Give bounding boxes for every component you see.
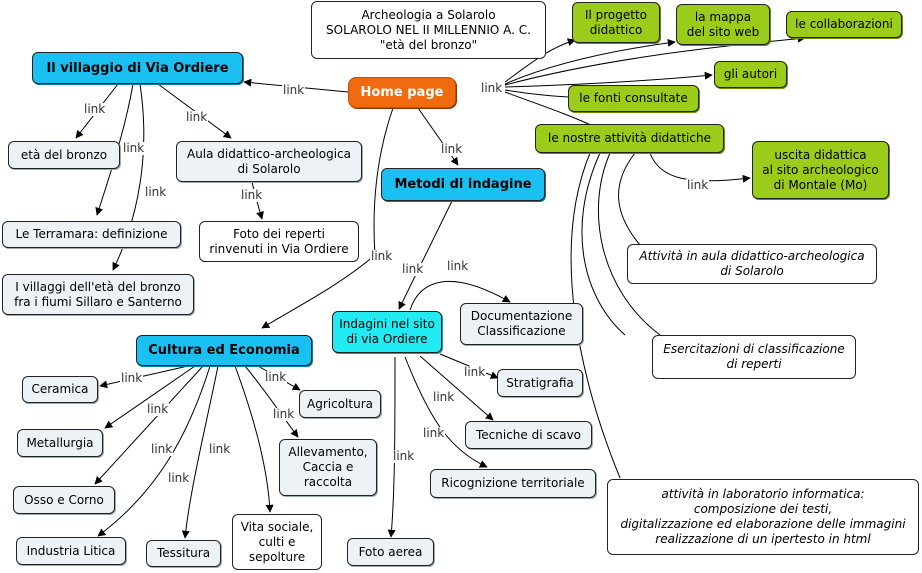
edge-cultura-tessitura	[181, 365, 219, 539]
documentazione-node[interactable]: Documentazione Classificazione	[460, 303, 583, 345]
ceramica-node[interactable]: Ceramica	[22, 376, 98, 403]
mappa-node[interactable]: la mappa del sito web	[676, 4, 770, 45]
villaggi-eta-node[interactable]: I villaggi dell'età del bronzo fra i fiu…	[2, 274, 194, 315]
foto-aerea-node[interactable]: Foto aerea	[347, 538, 434, 566]
edge-home-autori	[504, 71, 713, 88]
edge-home-mappa	[504, 38, 676, 85]
edge-home-fonti	[504, 89, 569, 98]
link-label: link	[422, 426, 446, 440]
industria-litica-node[interactable]: Industria Litica	[16, 537, 126, 565]
villaggio-node[interactable]: Il villaggio di Via Ordiere	[32, 52, 243, 84]
link-label: link	[185, 110, 209, 124]
esercitazioni-node[interactable]: Esercitazioni di classificazione di repe…	[652, 335, 856, 379]
link-label: link	[167, 471, 191, 485]
indagini-node[interactable]: Indagini nel sito di via Ordiere	[332, 311, 442, 353]
edge-indagini-aerea	[387, 356, 396, 538]
edge-indagini-documentazione	[409, 280, 511, 311]
metodi-node[interactable]: Metodi di indagine	[381, 168, 545, 201]
uscita-didattica-node[interactable]: uscita didattica al sito archeologico di…	[752, 141, 889, 199]
edge-attivita-extra	[581, 152, 626, 336]
edge-attivita-uscita	[649, 152, 751, 183]
edge-home-attivita	[504, 91, 596, 128]
title-box: Archeologia a Solarolo SOLAROLO NEL II M…	[311, 1, 546, 59]
link-label: link	[446, 259, 470, 273]
edge-cultura-industria	[97, 365, 211, 537]
edge-metodi-indagini	[398, 200, 453, 310]
tecniche-scavo-node[interactable]: Tecniche di scavo	[465, 421, 592, 449]
link-label: link	[264, 370, 288, 384]
edge-cultura-osso	[94, 365, 204, 485]
link-label: link	[463, 365, 487, 379]
agricoltura-node[interactable]: Agricoltura	[299, 390, 381, 418]
edge-villaggio-villaggi	[112, 83, 145, 271]
link-label: link	[370, 249, 394, 263]
edge-cultura-allevamento	[244, 365, 299, 438]
link-label: link	[686, 178, 710, 192]
foto-reperti-node[interactable]: Foto dei reperti rinvenuti in Via Ordier…	[199, 221, 359, 262]
link-label: link	[208, 442, 232, 456]
link-label: link	[432, 390, 456, 404]
edge-indagini-tecniche	[419, 355, 494, 421]
progetto-node[interactable]: Il progetto didattico	[572, 2, 660, 43]
terramara-node[interactable]: Le Terramara: definizione	[2, 221, 181, 248]
laboratorio-node[interactable]: attività in laboratorio informatica: com…	[607, 479, 919, 555]
link-label: link	[480, 81, 504, 95]
edge-cultura-metallurgia	[104, 365, 196, 429]
autori-node[interactable]: gli autori	[714, 61, 787, 88]
link-label: link	[144, 185, 168, 199]
vita-sociale-node[interactable]: Vita sociale, culti e sepolture	[232, 514, 322, 570]
edge-home-metodi	[417, 107, 459, 166]
collaborazioni-node[interactable]: le collaborazioni	[786, 11, 902, 38]
link-label: link	[272, 407, 296, 421]
osso-corno-node[interactable]: Osso e Corno	[13, 486, 115, 514]
home-page-node[interactable]: Home page	[348, 77, 456, 108]
edge-attivita-aula	[618, 152, 641, 246]
edge-cultura-vita	[234, 365, 274, 513]
aula-node[interactable]: Aula didattico-archeologica di Solarolo	[176, 141, 362, 182]
eta-bronzo-node[interactable]: età del bronzo	[8, 141, 120, 169]
edge-cultura-ceramica	[99, 365, 189, 389]
link-label: link	[401, 262, 425, 276]
metallurgia-node[interactable]: Metallurgia	[17, 429, 103, 457]
stratigrafia-node[interactable]: Stratigrafia	[497, 369, 583, 397]
allevamento-node[interactable]: Allevamento, Caccia e raccolta	[279, 439, 377, 496]
fonti-node[interactable]: le fonti consultate	[568, 85, 699, 112]
link-label: link	[392, 449, 416, 463]
link-label: link	[150, 442, 174, 456]
attivita-node[interactable]: le nostre attività didattiche	[535, 124, 724, 153]
cultura-node[interactable]: Cultura ed Economia	[136, 335, 312, 366]
link-label: link	[282, 83, 306, 97]
ricognizione-node[interactable]: Ricognizione territoriale	[430, 469, 596, 498]
link-label: link	[120, 371, 144, 385]
link-label: link	[440, 142, 464, 156]
edge-attivita-esercitazioni	[598, 152, 661, 336]
link-label: link	[122, 141, 146, 155]
link-label: link	[83, 102, 107, 116]
tessitura-node[interactable]: Tessitura	[146, 540, 221, 567]
link-label: link	[240, 188, 264, 202]
link-label: link	[146, 402, 170, 416]
attivita-aula-node[interactable]: Attività in aula didattico-archeologica …	[627, 244, 877, 284]
